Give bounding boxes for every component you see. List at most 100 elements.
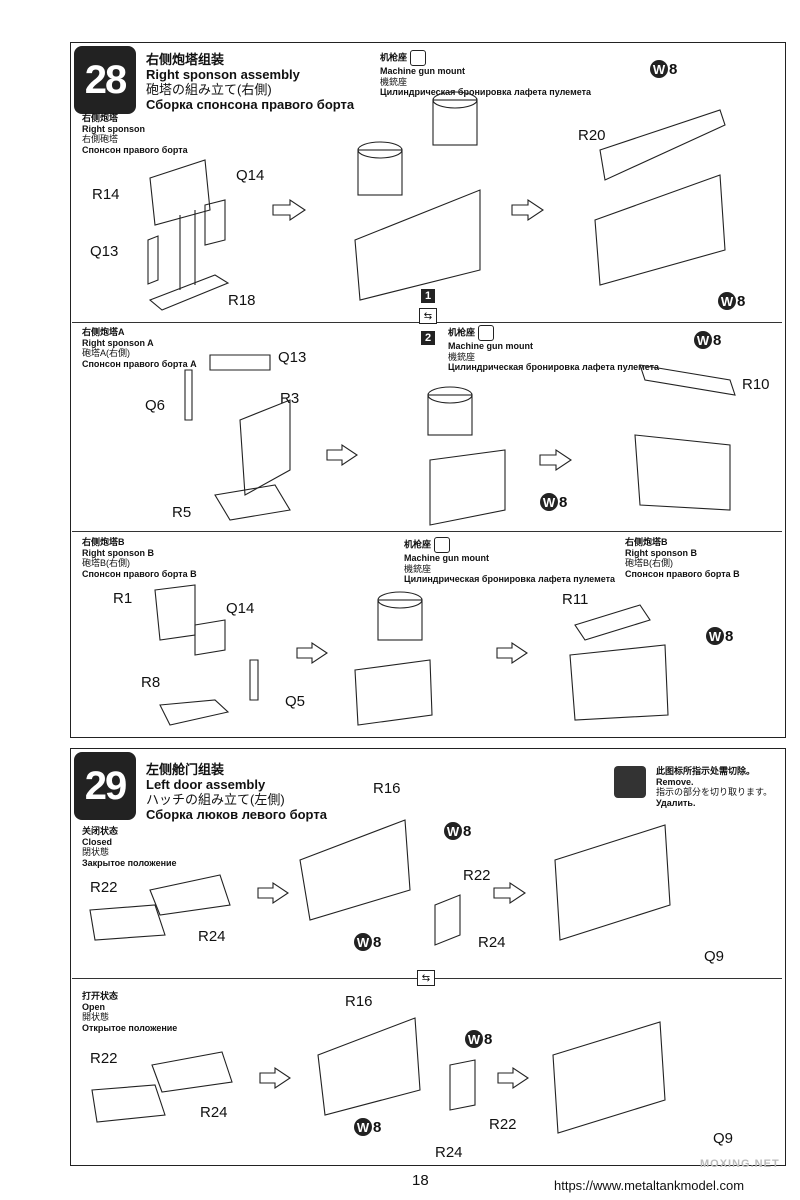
remove-zh: 此图标所指示处需切除。 — [656, 766, 756, 776]
sub2-ru: Спонсон правого борта A — [82, 358, 197, 369]
sub2-ja: 砲塔A(右側) — [82, 348, 130, 358]
swap-icon-2: ⇆ — [417, 970, 435, 986]
open-label: 打开状态 Open 開状態 Открытое положение — [82, 991, 177, 1033]
part-r22-open-a: R22 — [90, 1050, 118, 1067]
mgm-ja: 機銃座 — [404, 563, 432, 574]
part-q14-row3-drawing — [194, 619, 226, 656]
part-r20: R20 — [578, 127, 606, 144]
part-r11-drawing — [574, 604, 651, 641]
mgm-ja: 機銃座 — [380, 76, 408, 87]
door-r24-closed — [149, 874, 231, 916]
w-icon: W — [465, 1030, 483, 1048]
arrow-open-b — [497, 1066, 529, 1090]
hatch-closed — [434, 894, 461, 946]
sub3b-en: Right sponson B — [625, 547, 697, 558]
arrow-row2-a — [326, 443, 358, 467]
hull-final-closed — [554, 824, 671, 941]
no-glue-icon — [478, 325, 495, 341]
w8-count: 8 — [669, 60, 678, 78]
part-q14-drawing — [204, 199, 226, 246]
closed-zh: 关闭状态 — [82, 826, 119, 836]
part-r11: R11 — [562, 591, 589, 608]
sub2-zh: 右侧炮塔A — [82, 327, 125, 337]
part-r16-open: R16 — [345, 993, 373, 1010]
arrow-closed-a — [257, 881, 289, 905]
step-28-sub2: 右侧炮塔A Right sponson A 砲塔A(右側) Спонсон пр… — [82, 327, 197, 369]
door-r22-open — [91, 1084, 166, 1123]
step-28-badge: 28 — [74, 46, 136, 114]
sub1-en: Right sponson — [82, 123, 145, 134]
part-r22-closed-a: R22 — [90, 879, 118, 896]
mgm-zh: 机枪座 — [380, 52, 408, 63]
sub3b-ru: Спонсон правого борта B — [625, 568, 740, 579]
step-29-title-en: Left door assembly — [146, 777, 266, 792]
watermark: MOXING.NET — [700, 1158, 780, 1170]
part-r22-open-b: R22 — [489, 1116, 517, 1133]
remove-ja: 指示の部分を切り取ります。 — [656, 787, 773, 797]
sub3-ja: 砲塔B(右側) — [82, 558, 130, 568]
part-r10-drawing — [639, 364, 736, 396]
part-r1-drawing — [154, 584, 196, 641]
mgm-zh: 机枪座 — [448, 327, 476, 338]
arrow-row3-a — [296, 641, 328, 665]
remove-ru: Удалить. — [656, 797, 696, 808]
part-r3: R3 — [280, 390, 300, 407]
arrow-row3-b — [496, 641, 528, 665]
closed-ja: 閉状態 — [82, 847, 110, 857]
hull-r16-open — [317, 1017, 421, 1116]
step-28-title-ja: 砲塔の組み立て(右側) — [146, 82, 272, 97]
mgm-label-row3: 机枪座 Machine gun mount 機銃座 Цилиндрическая… — [404, 537, 615, 585]
sub-step-2: 2 — [421, 331, 435, 345]
closed-en: Closed — [82, 836, 113, 847]
part-r18: R18 — [228, 292, 256, 309]
part-r22-closed-b: R22 — [463, 867, 491, 884]
open-zh: 打开状态 — [82, 991, 119, 1001]
hull-r2-mid — [429, 449, 506, 526]
open-ru: Открытое положение — [82, 1022, 178, 1033]
part-q6-drawing — [184, 369, 193, 421]
sponson-r1-final — [594, 174, 726, 286]
step-28-sub3: 右侧炮塔B Right sponson B 砲塔B(右側) Спонсон пр… — [82, 537, 197, 579]
sub3b-ja: 砲塔B(右側) — [625, 558, 673, 568]
mgm-zh: 机枪座 — [404, 539, 432, 550]
part-r1: R1 — [113, 590, 133, 607]
step-29-title-ja: ハッチの組み立て(左側) — [146, 792, 285, 807]
w-icon: W — [650, 60, 668, 78]
w8-count: 8 — [737, 292, 746, 310]
w-icon: W — [540, 493, 558, 511]
no-glue-icon — [434, 537, 451, 553]
door-r22-closed — [89, 904, 166, 941]
step-29-frame — [70, 748, 786, 1166]
arrow-row1-a — [272, 198, 306, 222]
mgm-ru: Цилиндрическая бронировка лафета пулемет… — [380, 87, 592, 97]
w8-count: 8 — [463, 822, 472, 840]
step-29-badge: 29 — [74, 752, 136, 820]
remove-note: 此图标所指示处需切除。 Remove. 指示の部分を切り取ります。 Удалит… — [656, 766, 772, 808]
part-r24-closed-a: R24 — [198, 928, 226, 945]
mgm-en: Machine gun mount — [448, 341, 533, 351]
w8-count: 8 — [559, 493, 568, 511]
w-icon: W — [444, 822, 462, 840]
closed-label: 关闭状态 Closed 閉状態 Закрытое положение — [82, 826, 177, 868]
hull-r1-mid — [354, 189, 481, 301]
w8-count: 8 — [373, 933, 382, 951]
part-q9-closed: Q9 — [704, 948, 725, 965]
part-r16-closed: R16 — [373, 780, 401, 797]
w8-count: 8 — [484, 1030, 493, 1048]
part-r20-drawing — [599, 109, 726, 181]
sub-step-1: 1 — [421, 289, 435, 303]
part-q14: Q14 — [236, 167, 265, 184]
step-28-divider-2 — [72, 531, 782, 532]
w-icon: W — [706, 627, 724, 645]
footer-url[interactable]: https://www.metaltankmodel.com — [554, 1178, 745, 1193]
remove-en: Remove. — [656, 776, 694, 787]
door-r24-open — [151, 1051, 233, 1093]
part-q14-row3: Q14 — [226, 600, 255, 617]
